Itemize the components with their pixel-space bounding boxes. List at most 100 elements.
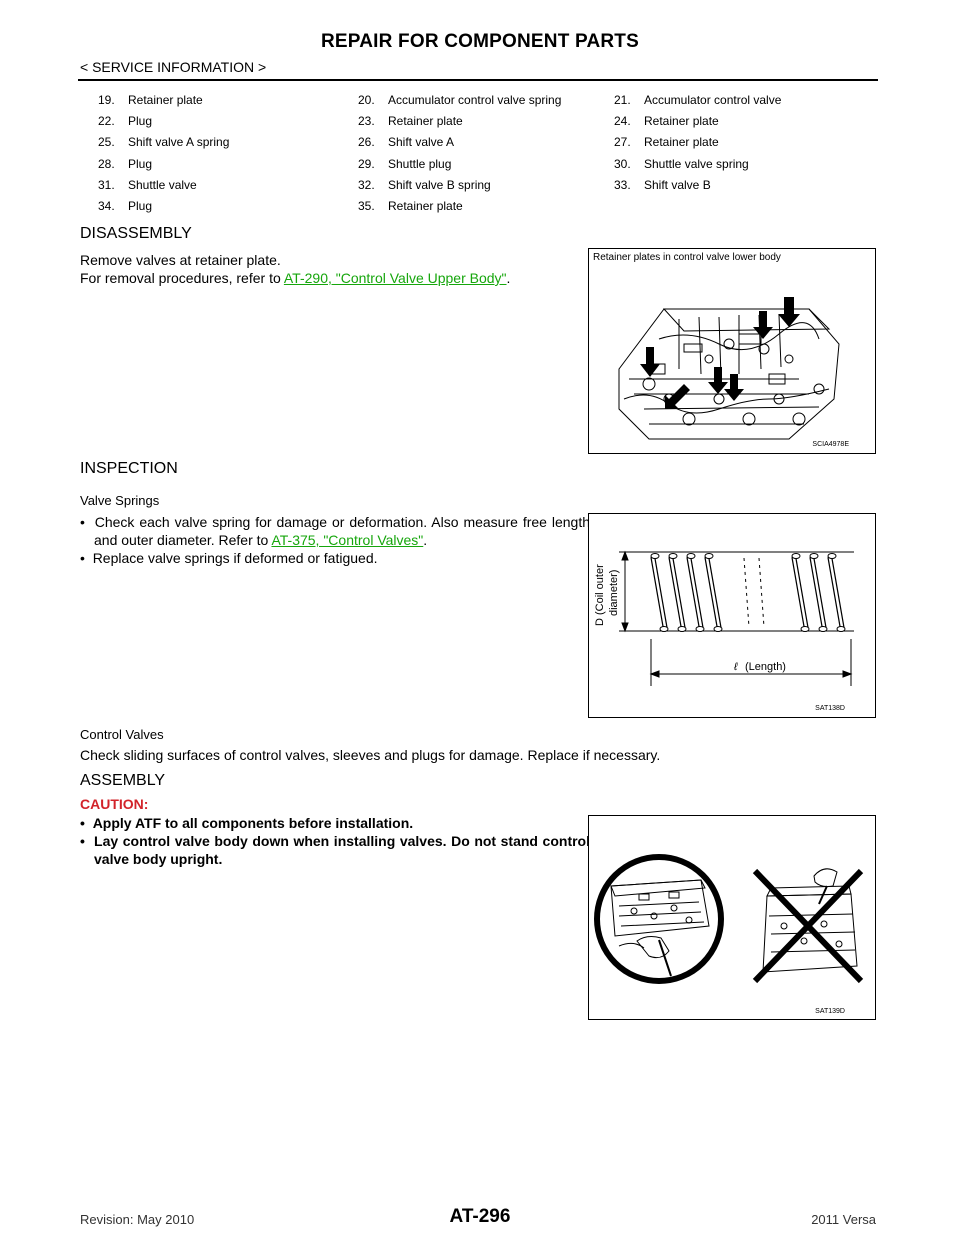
parts-cell: 24. Retainer plate — [614, 110, 878, 131]
figure-code: SAT139D — [815, 1008, 845, 1015]
part-label: Retainer plate — [644, 135, 719, 150]
valve-body-illustration — [618, 297, 840, 440]
caution-text: Apply ATF to all components before insta… — [92, 815, 414, 831]
valve-installation-orientation-figure: SAT139D — [588, 815, 876, 1020]
bullet-replace-springs: • Replace valve springs if deformed or f… — [80, 550, 378, 566]
parts-row: 22. Plug 23. Retainer plate 24. Retainer plat… — [98, 110, 878, 131]
parts-cell: 21. Accumulator control valve — [614, 89, 878, 110]
caution-item-atf: • Apply ATF to all components before ins… — [80, 815, 414, 831]
part-number: 27. — [614, 135, 631, 150]
diameter-label: D (Coil outer — [594, 564, 606, 626]
part-number: 29. — [358, 156, 375, 171]
figure-code: SAT138D — [815, 705, 845, 712]
section-breadcrumb: < SERVICE INFORMATION > — [80, 59, 267, 75]
part-label: Shift valve A — [388, 135, 455, 150]
part-label: Retainer plate — [388, 199, 463, 214]
bullet-text: Check each valve spring for damage or de… — [94, 514, 590, 548]
parts-cell: 35. Retainer plate — [358, 195, 614, 216]
parts-cell: 19. Retainer plate — [98, 89, 358, 110]
assembly-heading: ASSEMBLY — [80, 772, 166, 789]
disassembly-heading: DISASSEMBLY — [80, 225, 192, 242]
reference-period: . — [506, 270, 511, 286]
part-number: 25. — [98, 135, 115, 150]
part-number: 28. — [98, 156, 115, 171]
control-valve-lower-body-figure: Retainer plates in control valve lower b… — [588, 248, 876, 454]
disassembly-instruction: Remove valves at retainer plate. — [80, 252, 281, 268]
disassembly-reference: For removal procedures, refer to AT-290,… — [80, 269, 576, 287]
part-number: 35. — [358, 199, 375, 214]
parts-cell: 20. Accumulator control valve spring — [358, 89, 614, 110]
parts-legend-table: 19. Retainer plate 20. Accumulator control … — [98, 89, 878, 217]
control-valves-text: Check sliding surfaces of control valves… — [80, 747, 661, 763]
part-label: Shift valve A spring — [128, 135, 230, 150]
figure-code: SCIA4978E — [812, 441, 849, 448]
part-label: Plug — [128, 199, 153, 214]
parts-cell — [614, 195, 878, 216]
control-valves-title: Control Valves — [80, 727, 164, 742]
valve-spring-measurement-figure: D (Coil outer diameter) ℓ (Length) SAT13… — [588, 513, 876, 718]
caution-text: Lay control valve body down when install… — [94, 833, 590, 867]
parts-cell: 23. Retainer plate — [358, 110, 614, 131]
part-number: 26. — [358, 135, 375, 150]
part-number: 23. — [358, 113, 375, 128]
part-number: 24. — [614, 113, 631, 128]
bullet-check-springs: • Check each valve spring for damage or … — [80, 514, 590, 548]
parts-cell: 25. Shift valve A spring — [98, 132, 358, 153]
page-number: AT-296 — [449, 1206, 511, 1227]
part-number: 19. — [98, 92, 115, 107]
length-symbol: ℓ — [733, 661, 738, 673]
control-valve-upper-body-link[interactable]: AT-290, "Control Valve Upper Body" — [283, 270, 507, 286]
orientation-illustration — [594, 854, 864, 984]
part-label: Shuttle valve — [128, 177, 197, 192]
reference-text: For removal procedures, refer to — [80, 270, 284, 286]
caution-item-orientation: • Lay control valve body down when insta… — [80, 833, 590, 867]
part-label: Plug — [128, 113, 153, 128]
part-label: Plug — [128, 156, 153, 171]
wrong-cross-line-2 — [752, 868, 864, 984]
header-divider — [78, 79, 878, 81]
part-number: 30. — [614, 156, 631, 171]
model-year: 2011 Versa — [811, 1212, 876, 1227]
bullet-text: Replace valve springs if deformed or fat… — [92, 550, 378, 566]
part-label: Accumulator control valve — [644, 92, 782, 107]
part-label: Shuttle plug — [388, 156, 452, 171]
parts-cell: 30. Shuttle valve spring — [614, 153, 878, 174]
parts-cell: 28. Plug — [98, 153, 358, 174]
part-number: 31. — [98, 177, 115, 192]
length-label: (Length) — [745, 661, 786, 673]
parts-cell: 34. Plug — [98, 195, 358, 216]
parts-cell: 22. Plug — [98, 110, 358, 131]
caution-label: CAUTION: — [80, 796, 149, 812]
parts-row: 34. Plug 35. Retainer plate — [98, 195, 878, 216]
part-number: 34. — [98, 199, 115, 214]
valve-springs-title: Valve Springs — [80, 493, 160, 508]
part-label: Retainer plate — [128, 92, 203, 107]
part-label: Retainer plate — [388, 113, 463, 128]
parts-cell: 33.Shift valve B — [614, 174, 878, 195]
spring-dimension-illustration: D (Coil outer diameter) ℓ (Length) — [594, 550, 854, 686]
control-valves-link[interactable]: AT-375, "Control Valves" — [271, 532, 424, 548]
revision-date: Revision: May 2010 — [80, 1212, 195, 1227]
part-number: 20. — [358, 92, 375, 107]
correct-circle — [594, 854, 724, 984]
part-label: Shift valve B spring — [388, 177, 491, 192]
part-number: 21. — [614, 92, 631, 107]
parts-cell: 32.Shift valve B spring — [358, 174, 614, 195]
part-label: Shuttle valve spring — [644, 156, 749, 171]
parts-row: 28. Plug 29. Shuttle plug 30. Shuttle valve s… — [98, 153, 878, 174]
part-number: 22. — [98, 113, 115, 128]
part-label: Retainer plate — [644, 113, 719, 128]
diameter-label-cont: diameter) — [608, 570, 620, 616]
figure-caption: Retainer plates in control valve lower b… — [593, 252, 781, 263]
page-title: REPAIR FOR COMPONENT PARTS — [320, 31, 639, 52]
parts-row: 19. Retainer plate 20. Accumulator control … — [98, 89, 878, 110]
inspection-heading: INSPECTION — [80, 460, 178, 477]
part-label: Accumulator control valve spring — [388, 92, 562, 107]
parts-cell: 31. Shuttle valve — [98, 174, 358, 195]
part-number: 33. — [614, 177, 631, 192]
bullet-period: . — [423, 532, 428, 548]
parts-cell: 29. Shuttle plug — [358, 153, 614, 174]
parts-cell: 26. Shift valve A — [358, 132, 614, 153]
